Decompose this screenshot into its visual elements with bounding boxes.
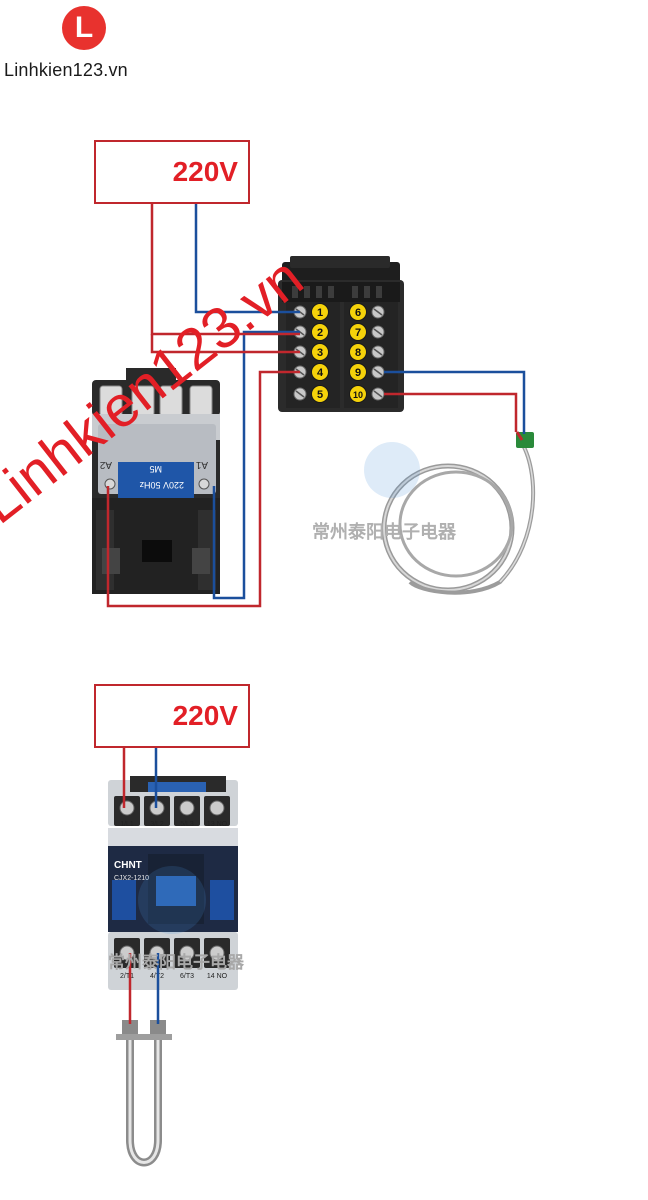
terminal-number-badge — [311, 385, 329, 403]
terminal-number: 9 — [355, 367, 361, 379]
contactor-bottom-terminal-label: 14 NO — [207, 973, 228, 980]
controller-terminal-10: 10 — [349, 385, 385, 403]
terminal-number: 6 — [355, 307, 361, 319]
terminal-number-badge — [311, 363, 329, 381]
controller-terminal-5: 5 — [293, 385, 329, 403]
controller-terminal-6: 6 — [349, 303, 385, 321]
relay-coil-sub: M5 — [149, 464, 162, 474]
screw-slot — [373, 308, 383, 316]
screw-slot — [373, 328, 383, 336]
wire-thermo-blue — [384, 370, 526, 434]
screw-slot — [295, 390, 305, 398]
power-supply-top-label: 220V — [172, 156, 238, 187]
logo-text: Linhkien123.vn — [4, 60, 128, 80]
controller-terminals: 1 2 3 4 5 6 7 8 9 10 — [293, 303, 385, 403]
contactor-top-terminal-label: 5/L3 — [180, 821, 194, 828]
contactor-bottom-terminal-label: 6/T3 — [180, 973, 194, 980]
thermocouple-probe — [381, 431, 536, 595]
terminal-number: 2 — [317, 327, 323, 339]
terminal-number: 4 — [317, 367, 324, 379]
watermark-cn-bottom: 常州泰阳电子电器 — [108, 953, 244, 973]
power-supply-bottom-label: 220V — [172, 700, 238, 731]
power-supply-top: 220V — [94, 140, 250, 204]
terminal-number: 8 — [355, 347, 361, 359]
contactor-top-terminal-label: 3/L2 — [150, 821, 164, 828]
screw-slot — [373, 368, 383, 376]
terminal-number-badge — [349, 343, 367, 361]
relay-left-label: A2 — [99, 459, 112, 470]
controller-terminal-8: 8 — [349, 343, 385, 361]
wire-neutral-to-controller — [194, 204, 300, 314]
relay-coil-label: 220V 50Hz — [139, 480, 184, 490]
contactor-brand: CHNT — [114, 860, 142, 871]
relay-right-label: A1 — [195, 459, 208, 470]
terminal-number-badge — [311, 323, 329, 341]
terminal-number: 10 — [353, 390, 363, 400]
power-supply-bottom: 220V — [94, 684, 250, 748]
logo-mark: L — [62, 6, 106, 50]
terminal-number: 3 — [317, 347, 323, 359]
contactor-model: CJX2-1210 — [114, 875, 149, 882]
contactor-bottom-terminal-label: 2/T1 — [120, 973, 134, 980]
contactor-top-terminals: 1/L1 3/L2 5/L3 13 NO — [120, 821, 227, 828]
controller-terminal-3: 3 — [293, 343, 329, 361]
heating-element — [116, 1020, 172, 1167]
terminal-number: 1 — [317, 307, 323, 319]
watermark-cn-top: 常州泰阳电子电器 — [312, 522, 456, 543]
terminal-number: 5 — [317, 389, 323, 401]
contactor-top-terminal-label: 1/L1 — [120, 821, 134, 828]
faint-watermark-logos — [138, 442, 420, 934]
wire-relay-to-terminal4 — [106, 370, 300, 608]
relay-contactor: A2 A1 220V 50Hz M5 — [92, 368, 220, 594]
terminal-number: 7 — [355, 327, 361, 339]
wiring — [106, 204, 526, 1024]
terminal-number-badge — [349, 385, 367, 403]
terminal-number-badge — [311, 343, 329, 361]
terminal-number-badge — [349, 303, 367, 321]
terminal-number-badge — [349, 323, 367, 341]
wire-live-to-terminal3 — [150, 334, 300, 354]
brand-logo: L Linhkien123.vn — [4, 4, 164, 84]
temperature-controller: 1 2 3 4 5 6 7 8 9 10 — [278, 256, 404, 412]
terminal-number-badge — [311, 303, 329, 321]
screw-slot — [373, 390, 383, 398]
controller-terminal-7: 7 — [349, 323, 385, 341]
wire-thermo-red — [384, 392, 518, 432]
controller-terminal-9: 9 — [349, 363, 385, 381]
wire-neutral-to-relay — [212, 330, 300, 600]
terminal-number-badge — [349, 363, 367, 381]
contactor-top-terminal-label: 13 NO — [207, 821, 228, 828]
wire-live-to-controller — [150, 204, 300, 336]
screw-slot — [373, 348, 383, 356]
